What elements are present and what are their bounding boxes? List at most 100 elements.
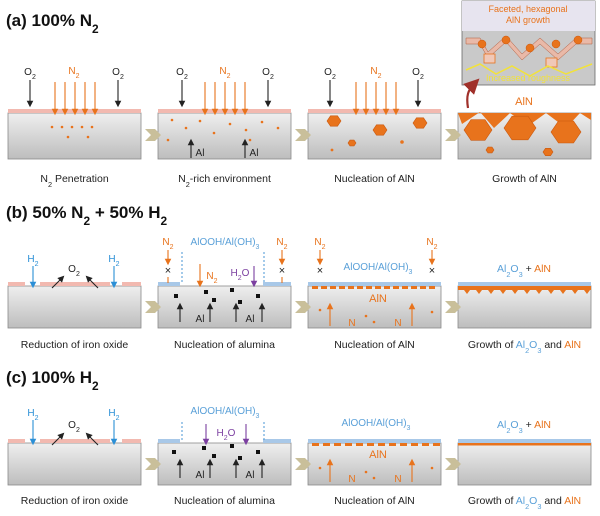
row-b-p3-alooh-label: AlOOH/Al(OH)3 <box>344 262 413 276</box>
row-b-p2-al-right: Al <box>246 314 255 325</box>
alumina-layer <box>158 439 180 443</box>
aln-facet <box>536 290 542 294</box>
inset-roughness-label: Increased roughness <box>486 73 571 83</box>
row-b-caption-2: Nucleation of alumina <box>174 339 275 351</box>
inset-grain <box>525 43 535 53</box>
row-a-step-arrow-3 <box>445 129 461 141</box>
aln-nucleus <box>367 443 374 446</box>
blocked-mark: × <box>317 265 323 277</box>
row-b-step-arrow-3 <box>445 301 461 313</box>
row-c-p3-aln-label: AlN <box>369 449 387 461</box>
inset-grain <box>551 39 561 49</box>
row-b-p4-product-label: Al2O3 + AlN <box>497 263 551 279</box>
row-c-step-arrow-2 <box>295 458 311 470</box>
row-c-p1-h2-left: H2 <box>27 408 38 422</box>
row-c-step-arrow-1 <box>145 458 161 470</box>
row-c-caption-2: Nucleation of alumina <box>174 495 275 507</box>
row-b-p1-o2: O2 <box>68 264 80 278</box>
aln-grain <box>463 119 493 141</box>
n-particle <box>66 135 70 139</box>
aln-facet <box>560 290 566 294</box>
alumina-layer <box>308 282 441 286</box>
row-a-step-arrow-1 <box>145 129 161 141</box>
aln-nucleus <box>393 286 399 289</box>
aln-nucleus <box>321 286 327 289</box>
alumina-nucleus <box>202 446 206 450</box>
aln-facet <box>512 290 518 294</box>
inset-pointer-arrow <box>463 78 480 109</box>
row-a-slab-2 <box>157 112 292 160</box>
n-particle <box>318 466 322 470</box>
row-b-step-arrow-1 <box>145 301 161 313</box>
row-a-p2-al-right: Al <box>250 148 259 159</box>
aln-nucleus <box>348 286 354 289</box>
aln-facet <box>488 290 494 294</box>
aln-nucleus <box>420 286 426 289</box>
alumina-nucleus <box>204 290 208 294</box>
row-b-slab-2 <box>157 285 292 329</box>
row-c-p1-h2-right: H2 <box>108 408 119 422</box>
row-b-p3-n-right: N <box>394 318 401 329</box>
oxide-layer <box>308 109 441 113</box>
row-b-slab-1 <box>7 285 142 329</box>
inset-marker <box>483 53 496 64</box>
n-particle <box>170 118 174 122</box>
row-a-caption-4: Growth of AlN <box>492 173 557 185</box>
aln-grain <box>485 146 495 154</box>
row-c-p2-al-right: Al <box>246 470 255 481</box>
row-c-p2-h2o-label: H2O <box>217 428 236 442</box>
alumina-nucleus <box>238 456 242 460</box>
alumina-nucleus <box>230 288 234 292</box>
row-c-slab-4 <box>457 442 592 486</box>
aln-nucleus <box>375 286 381 289</box>
row-a-p1-o2-left: O2 <box>24 67 36 81</box>
inset-grain <box>477 39 487 49</box>
aln-facet <box>572 290 578 294</box>
row-a-caption-3: Nucleation of AlN <box>334 173 415 185</box>
aln-facet <box>476 290 482 294</box>
n-particle <box>372 476 376 480</box>
aln-nucleus <box>411 443 418 446</box>
n-particle <box>228 122 232 126</box>
aln-nucleus <box>356 443 363 446</box>
inset-caption-line2: AlN growth <box>506 15 550 25</box>
alumina-nucleus <box>230 444 234 448</box>
n-particle <box>60 125 64 129</box>
alumina-layer <box>158 282 180 286</box>
aln-nucleus <box>339 286 345 289</box>
inset-caption-line1: Faceted, hexagonal <box>488 4 567 14</box>
alumina-nucleus <box>172 450 176 454</box>
row-b-p2-n2-mid: N2 <box>206 271 217 285</box>
row-a-p2-o2-right: O2 <box>262 67 274 81</box>
alumina-layer <box>458 282 591 286</box>
aln-nucleus <box>384 286 390 289</box>
o2-arrow <box>51 432 65 446</box>
aln-nucleus <box>400 443 407 446</box>
row-a-p1-o2-right: O2 <box>112 67 124 81</box>
aln-facet <box>524 290 530 294</box>
row-b-caption-4: Growth of Al2O3 and AlN <box>468 339 581 355</box>
blocked-mark: × <box>279 265 285 277</box>
aln-nucleus <box>411 286 417 289</box>
row-b-p2-n2-left: N2 <box>162 237 173 251</box>
alumina-nucleus <box>256 294 260 298</box>
row-b-p2-alooh-label: AlOOH/Al(OH)3 <box>191 237 260 251</box>
row-a-caption-2: N2-rich environment <box>178 173 271 189</box>
n-particle <box>198 119 202 123</box>
inset-roughness-line <box>465 63 593 77</box>
row-b-p3-n-left: N <box>348 318 355 329</box>
n-particle <box>364 314 368 318</box>
row-c-p3-alooh-label: AlOOH/Al(OH)3 <box>342 418 411 432</box>
o2-arrow <box>85 275 99 289</box>
aln-grain <box>542 148 554 156</box>
n-particle <box>430 310 434 314</box>
alumina-nucleus <box>174 294 178 298</box>
oxide-layer <box>8 282 25 286</box>
row-b-p3-n2-left: N2 <box>314 237 325 251</box>
n-particle <box>244 128 248 132</box>
aln-nucleus <box>372 124 388 136</box>
inset-grain <box>501 35 511 45</box>
row-a-p2-al-left: Al <box>196 148 205 159</box>
n-particle <box>276 126 280 130</box>
row-b-p3-n2-right: N2 <box>426 237 437 251</box>
